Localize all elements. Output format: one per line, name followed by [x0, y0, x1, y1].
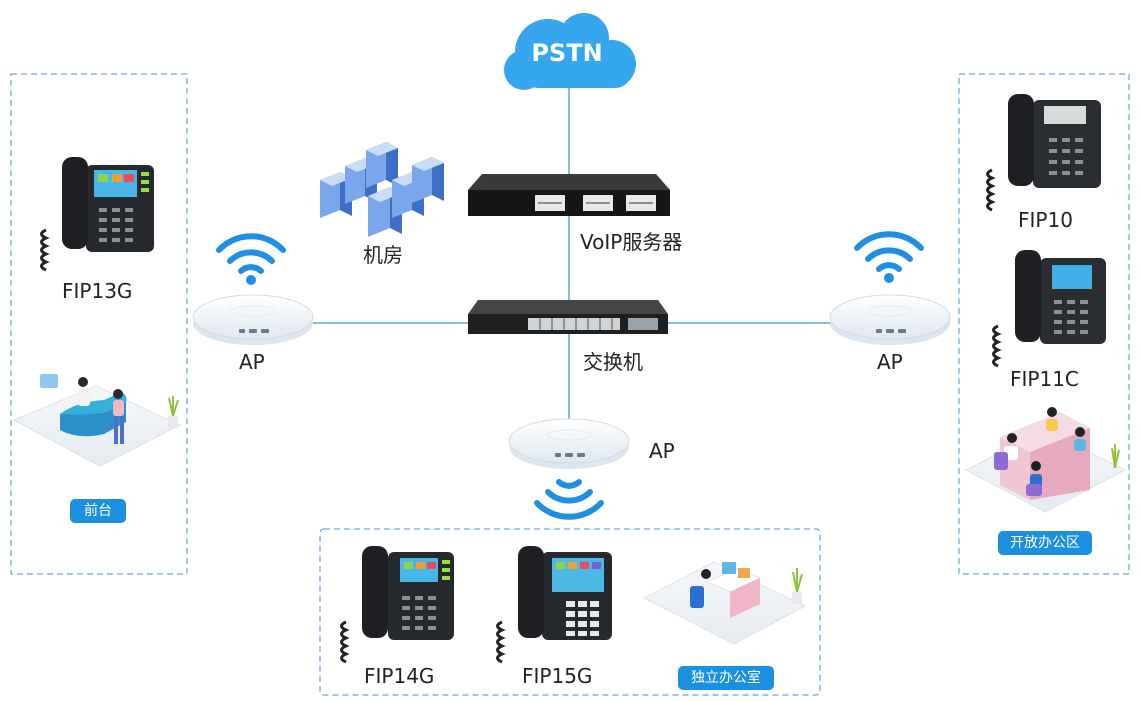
- pstn-cloud-icon: [504, 13, 636, 90]
- server-room-icon: [320, 142, 444, 237]
- zone-bottom-border: [319, 528, 821, 696]
- voip-server-icon: [468, 174, 670, 216]
- phone-fip15g-icon: [496, 546, 612, 664]
- phone-fip10-icon: [986, 94, 1101, 212]
- private-office-scene-icon: [642, 561, 807, 645]
- ap-left-icon: [192, 294, 314, 346]
- pstn-label: PSTN: [531, 39, 603, 67]
- fip13g-label: FIP13G: [62, 279, 133, 303]
- fip14g-label: FIP14G: [364, 664, 435, 688]
- phone-fip13g-icon: [40, 157, 154, 272]
- ap-right-icon: [829, 294, 951, 346]
- reception-area-badge: 前台: [70, 499, 126, 523]
- fip10-label: FIP10: [1018, 208, 1073, 232]
- ap-bottom-icon: [508, 418, 630, 470]
- switch-icon: [468, 300, 668, 334]
- fip11c-label: FIP11C: [1010, 367, 1079, 391]
- wifi-left-icon: [219, 236, 283, 285]
- wifi-bottom-icon: [534, 479, 604, 520]
- fip15g-label: FIP15G: [522, 664, 593, 688]
- server-room-label: 机房: [363, 243, 403, 267]
- phone-fip11c-icon: [992, 250, 1106, 368]
- ap-bottom-label: AP: [649, 439, 675, 463]
- reception-scene-icon: [12, 374, 182, 467]
- open-office-scene-icon: [964, 407, 1127, 513]
- phone-fip14g-icon: [340, 546, 454, 664]
- voip-server-label: VoIP服务器: [580, 230, 683, 254]
- open-office-area-badge: 开放办公区: [998, 531, 1092, 555]
- wifi-right-icon: [857, 234, 921, 283]
- switch-label: 交换机: [583, 350, 643, 374]
- zone-left-border: [10, 73, 188, 575]
- ap-right-label: AP: [877, 350, 903, 374]
- ap-left-label: AP: [239, 350, 265, 374]
- zone-right-border: [958, 73, 1130, 575]
- private-office-area-badge: 独立办公室: [678, 666, 774, 690]
